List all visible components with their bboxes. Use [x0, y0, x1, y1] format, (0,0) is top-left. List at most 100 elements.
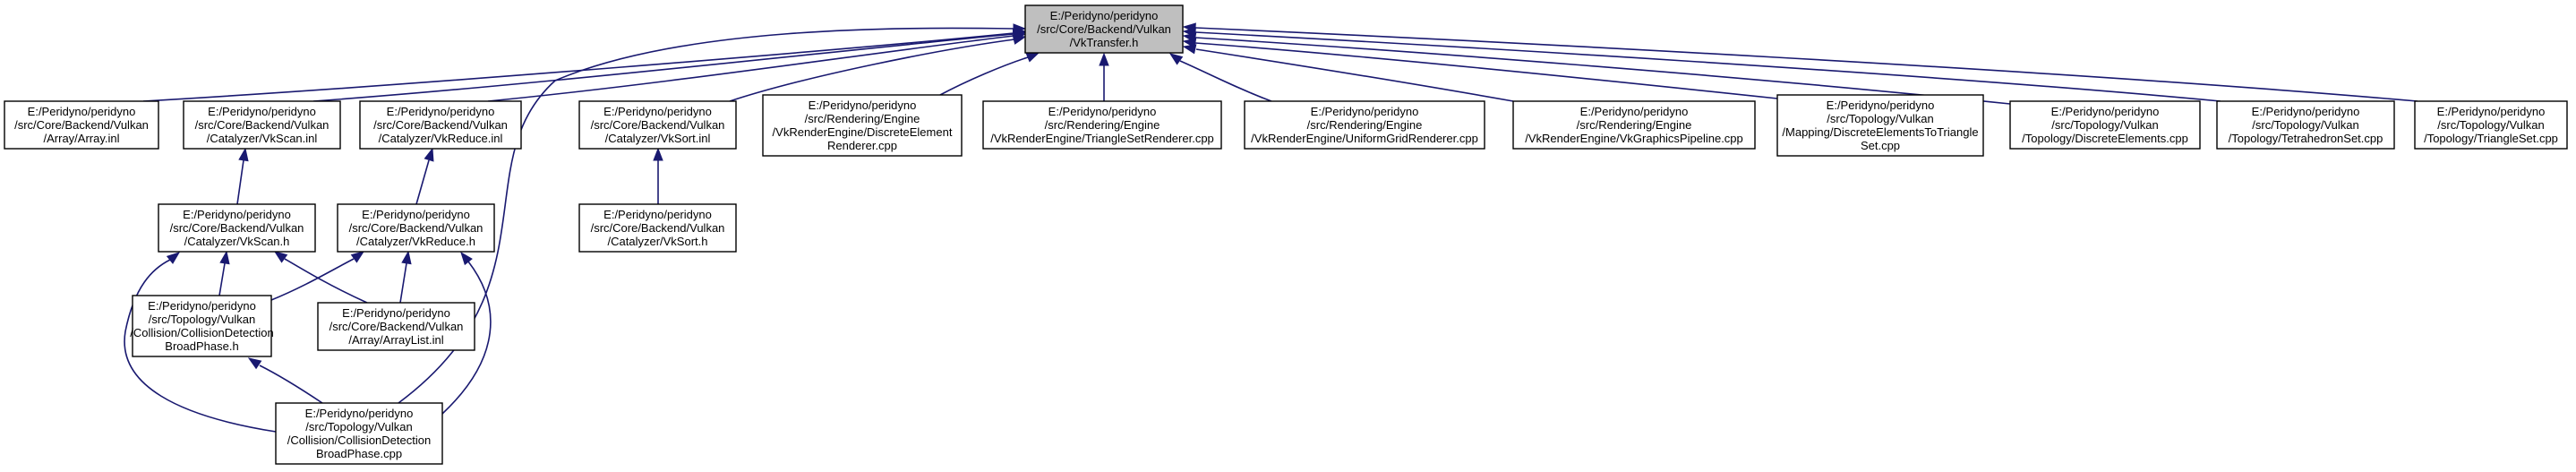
node-label-line: /Topology/TriangleSet.cpp: [2424, 132, 2558, 145]
node-label-line: E:/Peridyno/peridyno: [362, 208, 470, 221]
edge-line: [124, 259, 277, 433]
node-box: [1024, 4, 1184, 54]
node-label-line: /src/Core/Backend/Vulkan: [591, 118, 725, 132]
node-topo_de[interactable]: E:/Peridyno/peridyno/src/Topology/Vulkan…: [2009, 100, 2201, 150]
node-label-line: /src/Core/Backend/Vulkan: [349, 221, 484, 235]
arrowhead: [1025, 52, 1040, 63]
node-vkreduce_h[interactable]: E:/Peridyno/peridyno/src/Core/Backend/Vu…: [337, 203, 495, 253]
edge-vkreduce_h-to-vkreduce_inl: [415, 147, 434, 205]
edges-layer: [124, 22, 2418, 433]
node-label-line: /Mapping/DiscreteElementsToTriangle: [1782, 125, 1978, 139]
node-vktransfer[interactable]: E:/Peridyno/peridyno/src/Core/Backend/Vu…: [1024, 4, 1184, 54]
node-label-line: /src/Topology/Vulkan: [305, 420, 412, 433]
node-array_inl[interactable]: E:/Peridyno/peridyno/src/Core/Backend/Vu…: [4, 100, 159, 150]
node-label-line: E:/Peridyno/peridyno: [387, 105, 495, 118]
node-label-line: Renderer.cpp: [827, 139, 897, 152]
node-label-line: /src/Rendering/Engine: [1577, 118, 1692, 132]
node-label-line: /Array/ArrayList.inl: [348, 333, 443, 347]
node-label-line: /Array/Array.inl: [44, 132, 120, 145]
node-box: [982, 100, 1222, 150]
edge-vkscan_h-to-vkscan_inl: [236, 147, 249, 205]
arrowhead: [1012, 34, 1027, 45]
arrowhead: [350, 251, 365, 263]
node-box: [317, 302, 475, 351]
arrowhead: [273, 251, 288, 263]
edge-line: [1194, 42, 1778, 99]
node-cdbp_h[interactable]: E:/Peridyno/peridyno/src/Topology/Vulkan…: [130, 295, 274, 357]
node-label-line: E:/Peridyno/peridyno: [1311, 105, 1419, 118]
node-topo_tri[interactable]: E:/Peridyno/peridyno/src/Topology/Vulkan…: [2414, 100, 2568, 150]
node-ts_renderer[interactable]: E:/Peridyno/peridyno/src/Rendering/Engin…: [982, 100, 1222, 150]
node-label-line: E:/Peridyno/peridyno: [809, 99, 917, 112]
edge-vksort_h-to-vksort_inl: [653, 147, 663, 204]
edge-vkscan_inl-to-vktransfer: [312, 29, 1027, 102]
node-label-line: E:/Peridyno/peridyno: [2252, 105, 2360, 118]
node-box: [275, 402, 443, 465]
arrowhead: [424, 147, 434, 162]
edge-arraylist_inl-to-vkreduce_h: [399, 250, 412, 304]
node-label-line: /src/Topology/Vulkan: [2437, 118, 2544, 132]
node-label-line: /Topology/TetrahedronSet.cpp: [2229, 132, 2383, 145]
node-vksort_inl[interactable]: E:/Peridyno/peridyno/src/Core/Backend/Vu…: [578, 100, 737, 150]
node-box: [337, 203, 495, 253]
node-de_renderer[interactable]: E:/Peridyno/peridyno/src/Rendering/Engin…: [762, 94, 963, 157]
edge-vksort_inl-to-vktransfer: [729, 34, 1027, 102]
node-label-line: BroadPhase.cpp: [316, 447, 402, 460]
arrowhead: [401, 250, 412, 265]
node-label-line: E:/Peridyno/peridyno: [305, 407, 414, 420]
nodes-layer: E:/Peridyno/peridyno/src/Core/Backend/Vu…: [4, 4, 2568, 465]
node-mapping_de[interactable]: E:/Peridyno/peridyno/src/Topology/Vulkan…: [1776, 94, 1984, 157]
edge-line: [236, 159, 244, 205]
edge-line: [1179, 60, 1272, 102]
node-ug_renderer[interactable]: E:/Peridyno/peridyno/src/Rendering/Engin…: [1244, 100, 1485, 150]
arrowhead: [238, 147, 249, 162]
node-label-line: /src/Topology/Vulkan: [149, 313, 255, 326]
arrowhead: [653, 147, 663, 161]
edge-vkreduce_inl-to-vktransfer: [487, 30, 1027, 102]
node-label-line: /src/Core/Backend/Vulkan: [373, 118, 508, 132]
node-box: [2216, 100, 2395, 150]
node-label-line: E:/Peridyno/peridyno: [2051, 105, 2160, 118]
edge-line: [399, 262, 407, 304]
node-label-line: /Catalyzer/VkScan.h: [184, 235, 290, 248]
node-box: [132, 295, 272, 357]
node-vkscan_h[interactable]: E:/Peridyno/peridyno/src/Core/Backend/Vu…: [158, 203, 316, 253]
edge-topo_tri-to-vktransfer: [1182, 22, 2418, 102]
edge-mapping_de-to-vktransfer: [1182, 38, 1778, 99]
node-box: [359, 100, 522, 150]
node-gfx_pipeline[interactable]: E:/Peridyno/peridyno/src/Rendering/Engin…: [1512, 100, 1756, 150]
edge-cdbp_cpp-to-vkscan_h: [124, 252, 277, 433]
arrowhead: [247, 357, 262, 370]
node-label-line: E:/Peridyno/peridyno: [342, 306, 450, 320]
edge-cdbp_cpp-to-cdbp_h: [247, 357, 323, 404]
node-cdbp_cpp[interactable]: E:/Peridyno/peridyno/src/Topology/Vulkan…: [275, 402, 443, 465]
node-vksort_h[interactable]: E:/Peridyno/peridyno/src/Core/Backend/Vu…: [578, 203, 737, 253]
node-label-line: /src/Core/Backend/Vulkan: [195, 118, 329, 132]
node-label-line: E:/Peridyno/peridyno: [28, 105, 136, 118]
edge-line: [939, 56, 1029, 96]
node-vkscan_inl[interactable]: E:/Peridyno/peridyno/src/Core/Backend/Vu…: [183, 100, 341, 150]
node-arraylist_inl[interactable]: E:/Peridyno/peridyno/src/Core/Backend/Vu…: [317, 302, 475, 351]
edge-line: [284, 258, 368, 304]
node-box: [1512, 100, 1756, 150]
node-topo_tet[interactable]: E:/Peridyno/peridyno/src/Topology/Vulkan…: [2216, 100, 2395, 150]
node-label-line: E:/Peridyno/peridyno: [1580, 105, 1689, 118]
edge-line: [415, 159, 430, 205]
node-label-line: /VkRenderEngine/VkGraphicsPipeline.cpp: [1525, 132, 1743, 145]
node-label-line: /Catalyzer/VkScan.inl: [207, 132, 318, 145]
node-label-line: /src/Rendering/Engine: [805, 112, 920, 125]
node-vkreduce_inl[interactable]: E:/Peridyno/peridyno/src/Core/Backend/Vu…: [359, 100, 522, 150]
node-label-line: /src/Rendering/Engine: [1307, 118, 1423, 132]
edge-line: [312, 33, 1014, 102]
node-box: [1244, 100, 1485, 150]
arrowhead: [1168, 53, 1184, 65]
edge-line: [487, 35, 1014, 102]
node-box: [158, 203, 316, 253]
node-label-line: /Catalyzer/VkSort.h: [608, 235, 708, 248]
edge-line: [270, 258, 355, 301]
node-label-line: BroadPhase.h: [165, 339, 238, 353]
node-box: [762, 94, 963, 157]
edge-ug_renderer-to-vktransfer: [1168, 53, 1272, 102]
node-box: [4, 100, 159, 150]
